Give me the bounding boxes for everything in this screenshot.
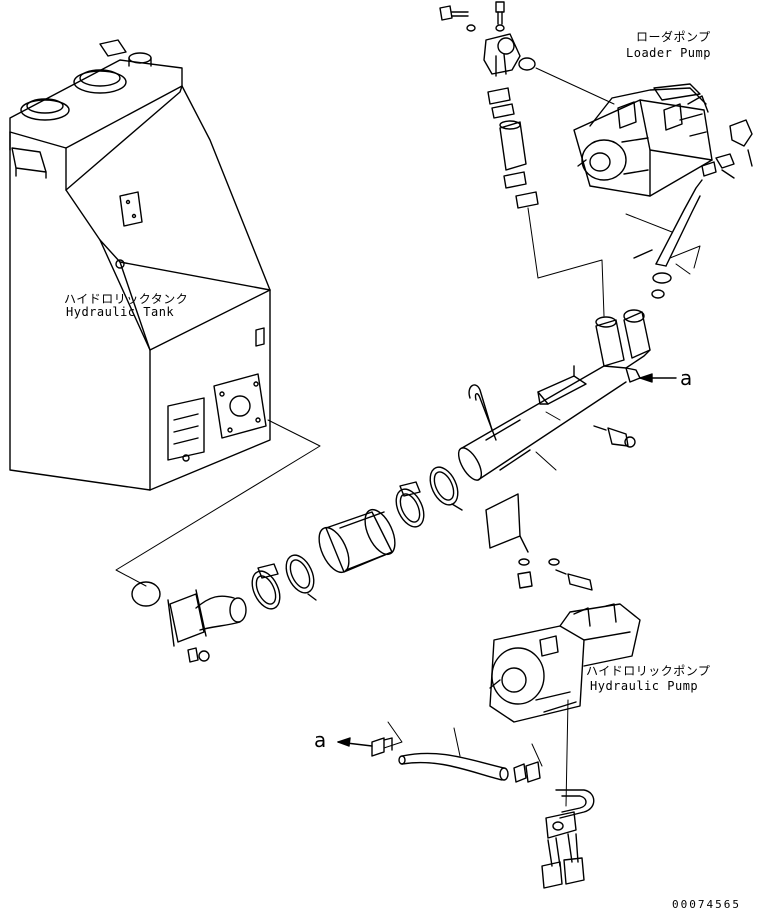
- lower-hose: [372, 722, 542, 782]
- suction-pipe: [454, 310, 650, 484]
- hydraulic-tank-label-jp: ハイドロリックタンク: [64, 292, 189, 306]
- loader-pump-label-en: Loader Pump: [626, 46, 711, 60]
- reference-a-bottom: a: [314, 728, 327, 752]
- hydraulic-pump-label-en: Hydraulic Pump: [590, 679, 699, 693]
- pump-outlet: [542, 790, 594, 888]
- loader-pump-fittings: [702, 120, 752, 178]
- hydraulic-tank-label-en: Hydraulic Tank: [66, 305, 175, 319]
- return-hose: [626, 180, 702, 298]
- reference-a-top: a: [680, 366, 693, 390]
- loader-pump-label-jp: ローダポンプ: [636, 30, 711, 44]
- drawing-number: 00074565: [672, 898, 741, 911]
- hydraulic-tank: [10, 40, 320, 586]
- elbow-fitting: [132, 582, 246, 662]
- hanger-rod: [469, 385, 592, 590]
- upper-fittings: [440, 2, 604, 316]
- ref-arrow-bottom: [338, 738, 372, 746]
- loader-pump: [574, 84, 712, 196]
- hydraulic-pump-label-jp: ハイドロリックポンプ: [586, 664, 711, 678]
- ref-arrow-top: [640, 374, 676, 382]
- clamps-and-hose: [247, 463, 464, 613]
- hydraulic-pump: [490, 604, 640, 722]
